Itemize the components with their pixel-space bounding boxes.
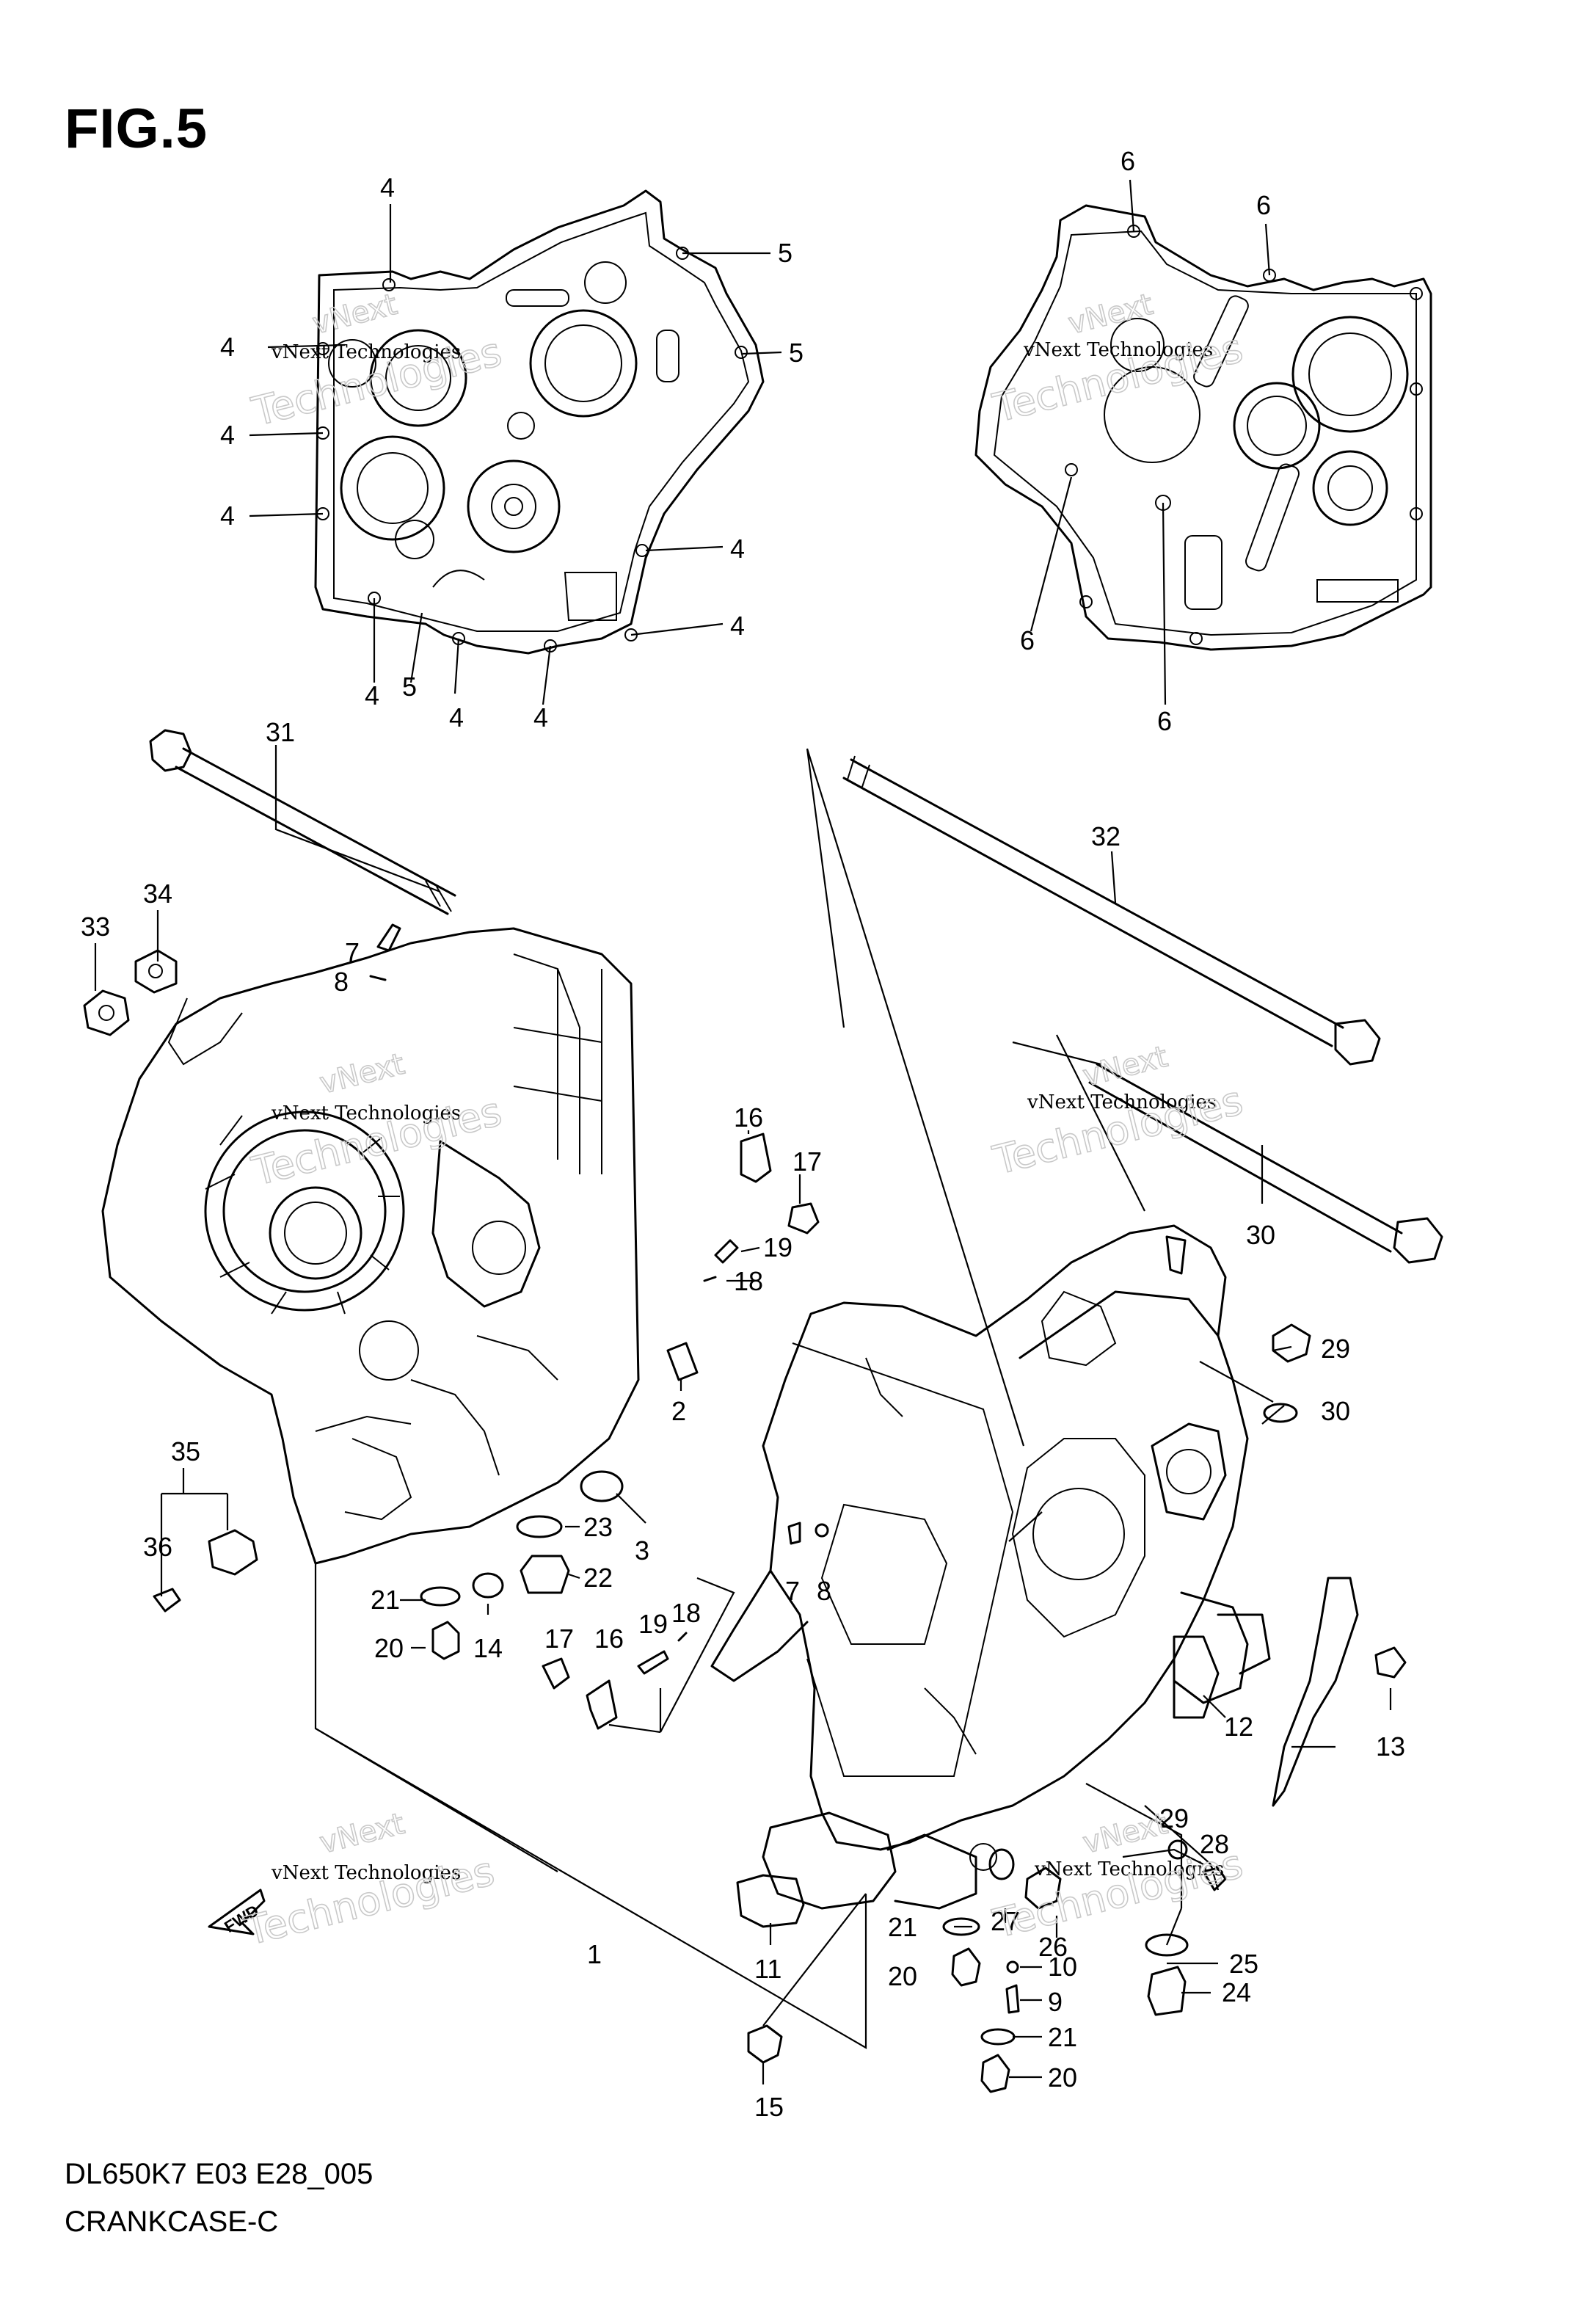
callout-label: 19 — [763, 1232, 792, 1262]
callout-label: 24 — [1222, 1977, 1251, 2007]
callout-label: 5 — [778, 238, 792, 268]
figure-code: DL650K7 E03 E28_005 — [65, 2158, 374, 2190]
callout-label: 7 — [785, 1576, 800, 1606]
callout-label: 6 — [1256, 190, 1271, 220]
callout-label: 17 — [544, 1624, 574, 1654]
callout-label: 23 — [583, 1512, 613, 1542]
callout-label: 4 — [380, 172, 395, 203]
callout-label: 6 — [1121, 146, 1135, 176]
callout-label: 5 — [789, 338, 804, 368]
callout-label: 8 — [817, 1576, 831, 1606]
watermark-text: vNext Technologies — [1027, 1091, 1217, 1113]
callout-label: 4 — [220, 332, 235, 362]
callout-label: 13 — [1376, 1731, 1405, 1762]
callout-label: 28 — [1200, 1829, 1229, 1859]
callout-label: 25 — [1229, 1949, 1258, 1979]
callout-label: 6 — [1020, 625, 1035, 655]
callout-label: 1 — [587, 1939, 602, 1969]
callout-label: 18 — [734, 1266, 763, 1296]
bolt-31 — [149, 729, 456, 915]
watermark-text: vNext Technologies — [1023, 339, 1213, 361]
callout-label: 4 — [533, 702, 548, 733]
callout-label: 7 — [345, 937, 360, 967]
bolt-30 — [1088, 1063, 1443, 1264]
crankcase-left-face — [314, 189, 765, 655]
watermark-text: vNext — [309, 288, 401, 341]
bolt-32 — [842, 755, 1381, 1066]
callout-label: 30 — [1246, 1220, 1275, 1250]
callout-label: 5 — [402, 672, 417, 702]
watermark-text: vNext — [1079, 1040, 1171, 1094]
watermark-text: vNext Technologies — [271, 1102, 461, 1124]
callout-label: 4 — [220, 501, 235, 531]
callout-label: 20 — [374, 1633, 404, 1663]
figure-title: FIG.5 — [65, 98, 208, 160]
callout-labels: 4 4 4 4 4 4 4 4 4 4 5 5 5 6 6 6 6 31 32 … — [81, 146, 1405, 2122]
watermark-text: vNext — [316, 1807, 408, 1861]
watermark-text: vNext Technologies — [1034, 1858, 1224, 1880]
callout-label: 32 — [1091, 821, 1121, 851]
callout-label: 31 — [266, 717, 295, 747]
callout-label: 4 — [365, 680, 379, 710]
callout-label: 36 — [143, 1532, 172, 1562]
callout-label: 27 — [991, 1906, 1020, 1936]
callout-label: 12 — [1224, 1712, 1253, 1742]
callout-label: 2 — [671, 1396, 686, 1426]
watermark-text: Technologies — [988, 1841, 1247, 1947]
callout-label: 14 — [473, 1633, 503, 1663]
callout-label: 16 — [734, 1102, 763, 1133]
figure-name: CRANKCASE-C — [65, 2206, 279, 2238]
callout-label: 8 — [334, 967, 349, 997]
callout-label: 19 — [638, 1609, 668, 1639]
callout-label: 17 — [792, 1146, 822, 1177]
callout-label: 4 — [730, 611, 745, 641]
callout-label: 11 — [754, 1954, 781, 1984]
callout-label: 35 — [171, 1436, 200, 1466]
callout-label: 9 — [1048, 1987, 1063, 2017]
watermark-text: vNext — [316, 1047, 408, 1101]
callout-label: 21 — [371, 1585, 400, 1615]
callout-label: 18 — [671, 1598, 701, 1628]
callout-label: 3 — [635, 1535, 649, 1566]
callout-label: 21 — [888, 1912, 917, 1942]
fwd-arrow-icon — [208, 1889, 266, 1935]
callout-label: 22 — [583, 1563, 613, 1593]
crankcase-right-face — [974, 204, 1432, 651]
callout-label: 29 — [1159, 1803, 1189, 1833]
callout-label: 20 — [1048, 2062, 1077, 2093]
callout-label: 10 — [1048, 1952, 1077, 1982]
leader-lines — [94, 179, 1392, 2084]
callout-label: 34 — [143, 879, 172, 909]
watermark-text: vNext — [1065, 288, 1156, 341]
callout-label: 4 — [220, 420, 235, 450]
callout-label: 15 — [754, 2092, 784, 2122]
callout-label: 29 — [1321, 1334, 1350, 1364]
callout-label: 21 — [1048, 2022, 1077, 2052]
callout-label: 26 — [1038, 1932, 1068, 1962]
callout-label: 33 — [81, 912, 110, 942]
callout-label: 20 — [888, 1961, 917, 1991]
callout-label: 30 — [1321, 1396, 1350, 1426]
callout-label: 4 — [730, 534, 745, 564]
watermark-text: vNext Technologies — [271, 341, 461, 363]
callout-label: 4 — [449, 702, 464, 733]
watermark-text: vNext Technologies — [271, 1862, 461, 1884]
callout-label: 16 — [594, 1624, 624, 1654]
small-parts — [83, 923, 1407, 2093]
callout-label: 6 — [1157, 706, 1172, 736]
crankcase-right-3d — [710, 1224, 1271, 1910]
